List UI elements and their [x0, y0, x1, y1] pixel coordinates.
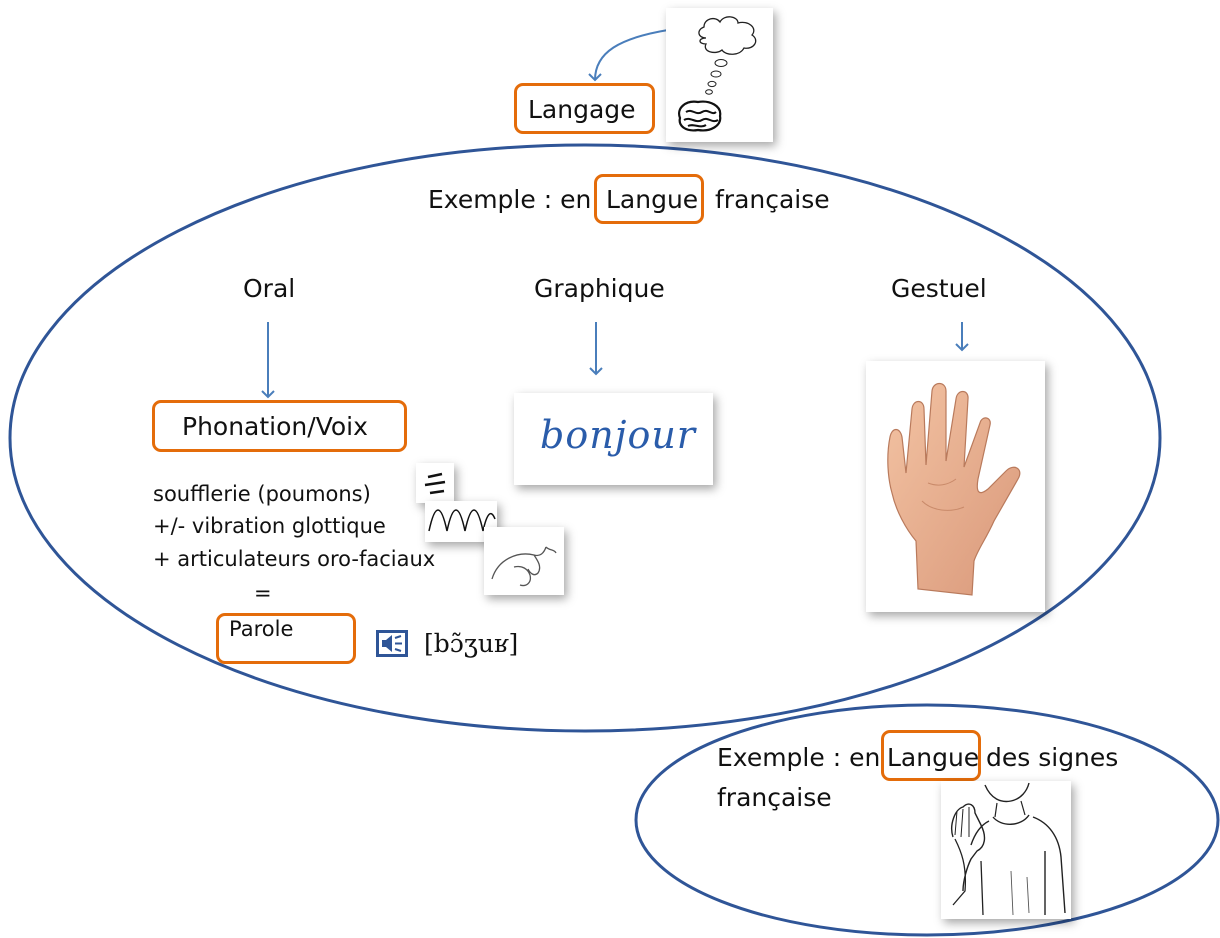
signing-person-card	[941, 781, 1071, 919]
open-hand-card	[866, 361, 1045, 612]
sign-ellipse	[634, 703, 1220, 937]
branch-gestural: Gestuel	[891, 274, 987, 303]
branch-oral: Oral	[243, 274, 296, 303]
phonetic-transcription: [bɔ̃ʒuʁ]	[424, 629, 519, 658]
sign-example-line2: française	[717, 783, 832, 812]
thought-arrow	[588, 29, 669, 82]
handwriting-card: bonjour	[514, 393, 713, 485]
signing-person-image	[951, 782, 1066, 916]
sign-langue-box	[881, 730, 981, 781]
lungs-airflow-icon	[424, 472, 446, 495]
brain-icon	[678, 100, 722, 132]
component-articulators: + articulateurs oro-faciaux	[153, 547, 436, 571]
thought-cloud-icon	[698, 16, 757, 95]
equals-sign: =	[254, 581, 272, 605]
open-hand-image	[887, 382, 1021, 596]
mouth-profile-icon	[491, 546, 557, 587]
component-breath: soufflerie (poumons)	[153, 482, 371, 506]
example-prefix: Exemple : en	[428, 185, 592, 214]
airflow-card	[416, 463, 454, 503]
sign-langue-label: Langue	[887, 743, 980, 772]
parole-box	[216, 613, 356, 664]
main-ellipse	[8, 143, 1162, 733]
phonation-box	[152, 400, 407, 452]
langage-label: Langage	[528, 95, 636, 124]
sign-example-prefix: Exemple : en	[717, 743, 881, 772]
mouth-card	[484, 527, 564, 595]
speaker-icon[interactable]	[375, 629, 409, 658]
component-vibration: +/- vibration glottique	[153, 514, 386, 538]
branch-graphic: Graphique	[534, 274, 665, 303]
speaker-icon-svg	[376, 630, 408, 657]
parole-label: Parole	[229, 617, 294, 641]
langue-box	[594, 174, 704, 224]
handwriting-text: bonjour	[540, 413, 696, 457]
example-suffix: française	[715, 185, 830, 214]
langue-label: Langue	[606, 185, 699, 214]
thought-card	[666, 8, 773, 142]
langage-box	[514, 83, 655, 134]
phonation-label: Phonation/Voix	[182, 412, 368, 441]
wave-icon	[428, 509, 496, 532]
sign-example-suffix: des signes	[986, 743, 1119, 772]
